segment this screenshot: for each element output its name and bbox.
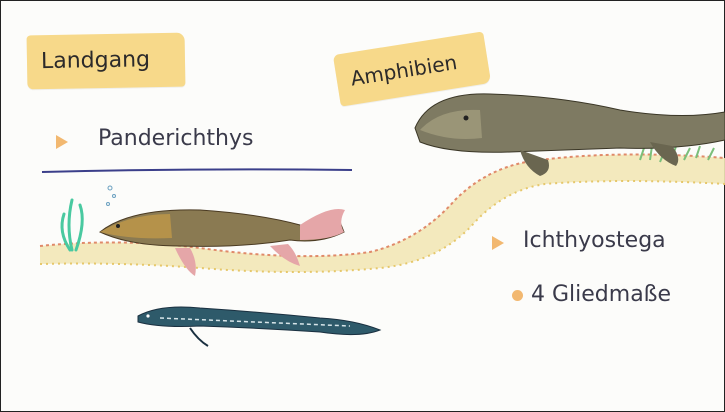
bubbles-icon <box>107 186 116 206</box>
sticky-note-landgang: Landgang <box>27 33 186 90</box>
early-fish-illustration <box>138 307 380 346</box>
ground-strip <box>40 154 725 272</box>
plant-icon <box>62 200 82 250</box>
landgang-label: Landgang <box>41 47 150 74</box>
amphibien-label: Amphibien <box>349 50 459 90</box>
bullet-arrow-icon <box>492 236 504 250</box>
panderichthys-label: Panderichthys <box>98 126 253 151</box>
ichthyostega-label: Ichthyostega <box>523 228 666 253</box>
underline <box>42 169 352 172</box>
bullet-dot-icon <box>512 290 523 301</box>
bullet-arrow-icon <box>56 135 68 149</box>
gliedmasse-label: 4 Gliedmaße <box>531 282 671 307</box>
